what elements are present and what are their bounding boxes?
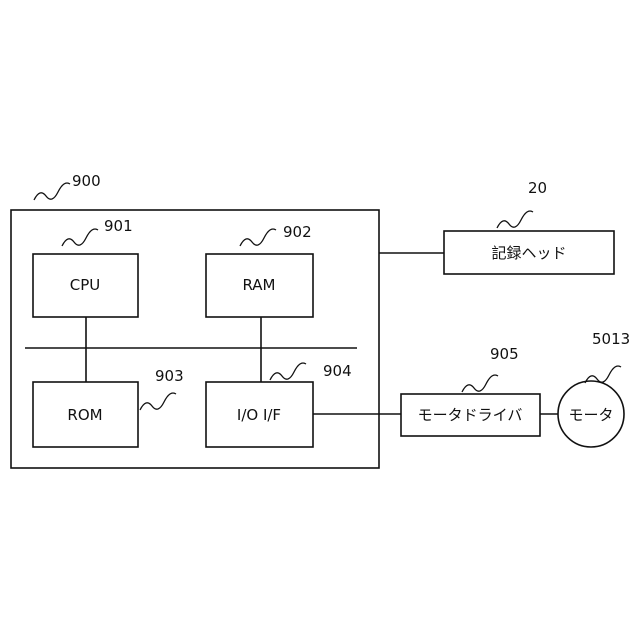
ref-5013: 5013 (592, 330, 630, 348)
ref-leader-905 (462, 375, 498, 392)
ref-905: 905 (490, 345, 519, 363)
motor-label: モータ (568, 406, 613, 424)
driver-label: モータドライバ (418, 406, 523, 424)
ref-902: 902 (283, 223, 312, 241)
ref-20: 20 (528, 179, 547, 197)
ref-900: 900 (72, 172, 101, 190)
ref-901: 901 (104, 217, 133, 235)
ref-leader-900 (34, 183, 70, 200)
rom-label: ROM (67, 406, 102, 424)
ref-leader-20 (497, 211, 533, 228)
ram-label: RAM (242, 276, 275, 294)
head-label: 記録ヘッド (491, 244, 566, 262)
ref-903: 903 (155, 367, 184, 385)
cpu-label: CPU (70, 276, 101, 294)
ref-904: 904 (323, 362, 352, 380)
io-label: I/O I/F (237, 406, 281, 424)
